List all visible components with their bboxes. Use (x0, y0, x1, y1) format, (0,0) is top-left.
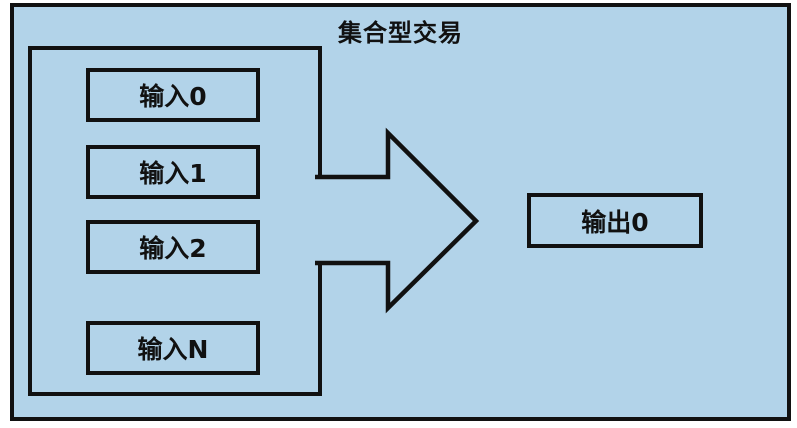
input-node-0: 输入0 (86, 68, 260, 122)
diagram-title: 集合型交易 (338, 19, 463, 47)
output-node-0-label: 输出0 (581, 207, 649, 237)
input-node-2-label: 输入2 (139, 234, 207, 263)
input-node-2: 输入2 (86, 220, 260, 274)
input-node-n: 输入N (86, 321, 260, 375)
input-node-0-label: 输入0 (139, 82, 207, 111)
input-node-1-label: 输入1 (139, 159, 207, 188)
input-node-n-label: 输入N (137, 335, 209, 364)
input-node-1: 输入1 (86, 145, 260, 199)
arrow-right-icon (315, 127, 480, 314)
output-node-0: 输出0 (527, 193, 703, 248)
